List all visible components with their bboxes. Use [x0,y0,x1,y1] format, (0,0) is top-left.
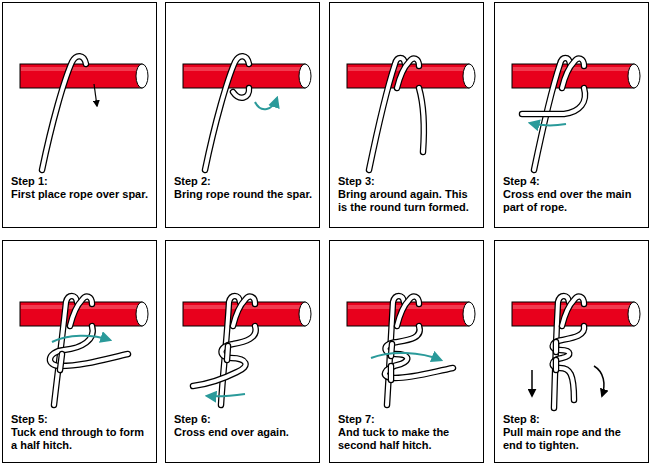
rope-core [397,297,419,326]
step-panel: Step 6:Cross end over again. [165,240,320,463]
rope-core [385,326,453,378]
rope [205,56,249,170]
rope [385,326,453,378]
rope-core [42,56,86,170]
rope [419,88,424,152]
step-text: Step 4:Cross end over the main part of r… [503,175,642,214]
spar [512,302,640,326]
motion-arrow [255,98,277,109]
spar [347,64,475,88]
step-heading: Step 2: [174,175,313,188]
panel-art [347,296,475,405]
rope-core [233,88,249,98]
spar [347,302,475,326]
step-description: Cross end over the main part of rope. [503,188,642,214]
spar [20,302,148,326]
step-heading: Step 5: [11,413,150,426]
panel-art [512,296,640,408]
step-description: And tuck to make the second half hitch. [338,426,477,452]
step-heading: Step 7: [338,413,477,426]
step-panel: Step 8:Pull main rope and the end to tig… [494,240,649,463]
panel-art [183,296,311,405]
motion-arrow [371,353,441,360]
rope-core [522,88,585,114]
step-heading: Step 8: [503,413,642,426]
rope [397,59,419,88]
step-text: Step 7:And tuck to make the second half … [338,413,477,452]
rope-core [554,360,558,370]
step-text: Step 2:Bring rope round the spar. [174,175,313,201]
rope [70,297,92,326]
step-panel: Step 2:Bring rope round the spar. [165,2,320,228]
step-description: First place rope over spar. [11,188,150,201]
step-panel: Step 1:First place rope over spar. [2,2,157,228]
panel-art [347,58,475,170]
step-description: Bring rope round the spar. [174,188,313,201]
rope-core [227,346,228,360]
spar [183,64,311,88]
rope [397,297,419,326]
spar [20,64,148,88]
step-heading: Step 3: [338,175,477,188]
rope [562,297,584,326]
rope [562,59,584,88]
rope-core [562,59,584,88]
rope [553,360,560,370]
rope [553,326,584,400]
panel-art [20,56,148,170]
motion-arrow [52,336,110,342]
rope-core [60,354,62,370]
rope-core [389,366,393,380]
rope-core [553,326,584,400]
step-text: Step 1:First place rope over spar. [11,175,150,201]
rope-core [419,88,424,152]
step-heading: Step 1: [11,175,150,188]
panel-art [183,56,311,170]
step-description: Pull main rope and the end to tighten. [503,426,642,452]
panel-art [512,58,640,170]
motion-arrow [207,394,245,396]
rope-core [70,297,92,326]
step-panel: Step 5:Tuck end through to form a half h… [2,240,157,463]
rope [553,342,560,352]
spar [183,302,311,326]
step-panel: Step 7:And tuck to make the second half … [329,240,484,463]
rope [388,366,395,380]
step-panel: Step 4:Cross end over the main part of r… [494,2,649,228]
motion-arrow [594,366,604,396]
rope [233,88,249,98]
spar [512,64,640,88]
rope-core [193,326,256,386]
step-text: Step 5:Tuck end through to form a half h… [11,413,150,452]
panel-art [20,296,148,405]
step-heading: Step 6: [174,413,313,426]
rope-core [233,297,255,326]
step-panel: Step 3:Bring around again. This is the r… [329,2,484,228]
step-text: Step 8:Pull main rope and the end to tig… [503,413,642,452]
rope-core [397,59,419,88]
rope-core [554,342,558,352]
motion-arrow [94,84,97,106]
step-text: Step 6:Cross end over again. [174,413,313,439]
step-heading: Step 4: [503,175,642,188]
rope [233,297,255,326]
step-description: Cross end over again. [174,426,313,439]
motion-arrow [531,370,533,396]
step-description: Tuck end through to form a half hitch. [11,426,150,452]
step-text: Step 3:Bring around again. This is the r… [338,175,477,214]
rope [60,354,62,370]
rope-core [205,56,249,170]
rope [522,88,585,114]
rope-core [562,297,584,326]
rope [42,56,86,170]
rope [227,346,228,360]
motion-arrow [530,123,566,125]
step-description: Bring around again. This is the round tu… [338,188,477,214]
rope [193,326,256,386]
